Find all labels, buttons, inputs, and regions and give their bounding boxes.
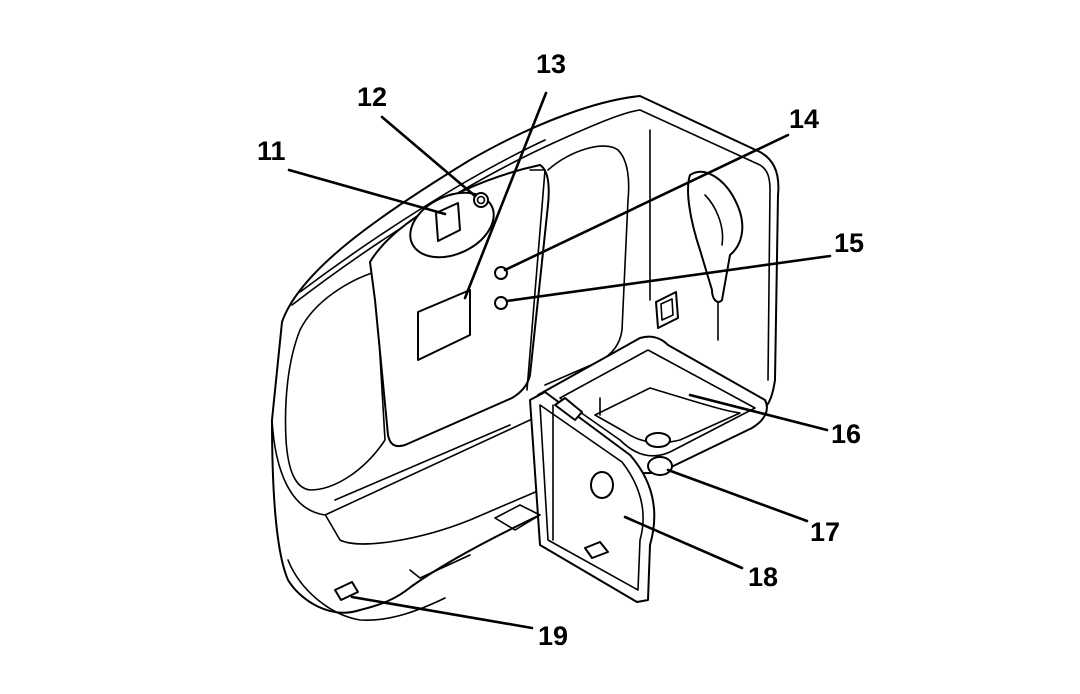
base-line-1 (271, 419, 531, 516)
callout-17: 17 (810, 517, 840, 547)
viewfinder-lamp (473, 192, 489, 208)
usb-port (655, 291, 679, 329)
rear-panel-edge (526, 169, 546, 391)
strap-lug-detail (704, 194, 724, 246)
leader-line-16 (688, 393, 829, 432)
lcd-display (417, 289, 471, 361)
callout-13: 13 (536, 49, 566, 79)
callout-11: 11 (257, 136, 286, 166)
leader-line-19 (350, 595, 534, 630)
callout-18: 18 (748, 562, 778, 592)
right-shoulder-line (639, 109, 771, 381)
leader-line-15 (505, 254, 832, 303)
callout-15: 15 (834, 228, 864, 258)
strap-lug-shape (687, 170, 744, 303)
leader-lines (287, 91, 832, 630)
leader-line-13 (463, 91, 548, 300)
battery-compartment-cell (594, 387, 741, 444)
top-edge-line (291, 109, 641, 306)
side-panel (544, 145, 630, 386)
compartment-door-inner (539, 404, 644, 591)
leader-line-17 (666, 468, 809, 523)
indicator-light-lower (494, 296, 508, 310)
leader-line-11 (287, 168, 447, 216)
left-grip-panel (284, 271, 386, 491)
viewfinder-lamp-inner (476, 195, 486, 205)
leader-line-14 (503, 133, 790, 272)
callout-16: 16 (831, 419, 861, 449)
compartment-door (494, 391, 656, 603)
callout-19: 19 (538, 621, 568, 651)
base-tab (409, 554, 471, 579)
strap-lug (687, 170, 744, 303)
compartment-door-knob (590, 471, 614, 499)
compartment-door-hinge (554, 397, 583, 421)
top-edge-line-2 (299, 139, 546, 293)
base-line-3 (334, 424, 511, 501)
bottom-slot (334, 581, 359, 601)
callout-14: 14 (789, 104, 819, 134)
compartment-door-tab (494, 504, 541, 531)
leader-line-12 (380, 115, 477, 198)
callout-12: 12 (357, 82, 387, 112)
compartment-latch-ring (645, 432, 671, 448)
compartment-latch (647, 456, 673, 476)
battery-compartment-inner (559, 349, 756, 457)
compartment-door-outline (529, 391, 656, 603)
base-line-2 (325, 489, 541, 545)
leader-line-18 (623, 515, 744, 570)
compartment-door-notch (584, 541, 609, 559)
usb-port-inner (660, 298, 674, 321)
callout-labels: 11 12 13 14 15 16 17 18 19 (257, 49, 864, 651)
